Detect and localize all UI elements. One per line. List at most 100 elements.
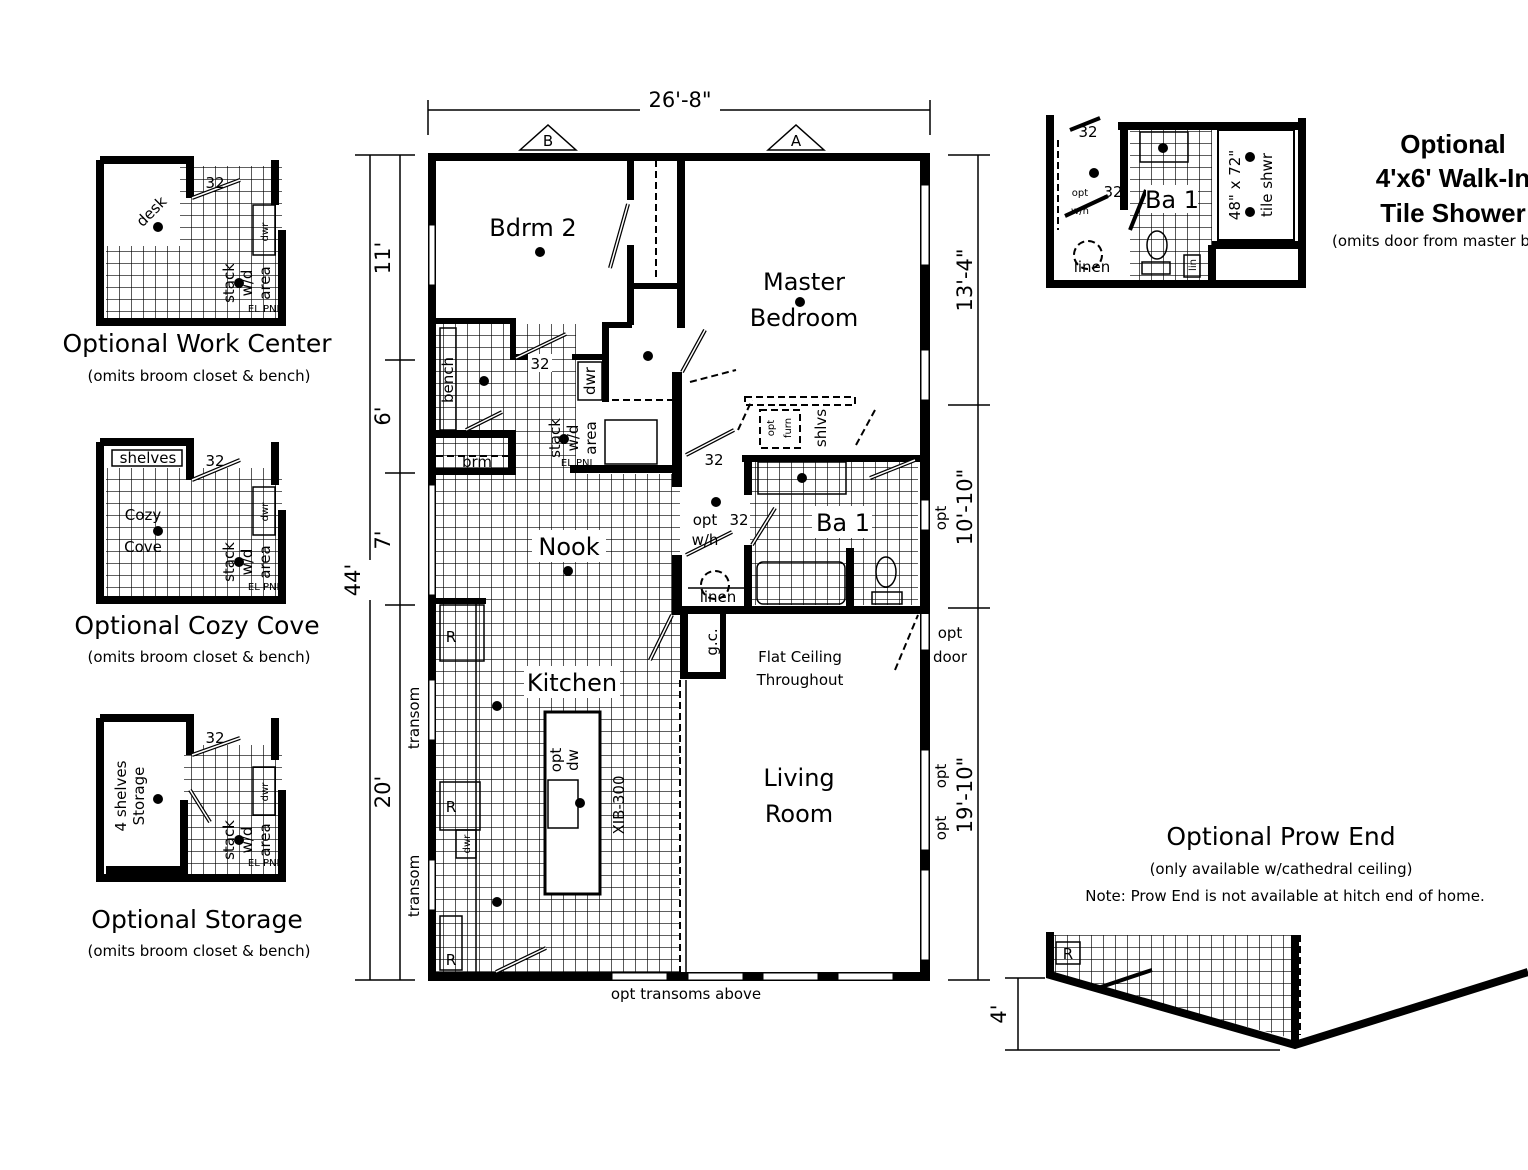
svg-text:R: R — [446, 628, 456, 646]
svg-text:w/d: w/d — [564, 425, 582, 452]
svg-text:opt: opt — [547, 748, 565, 773]
bench — [439, 327, 457, 431]
svg-text:A: A — [791, 132, 802, 150]
svg-text:20': 20' — [371, 776, 395, 809]
svg-text:44': 44' — [341, 564, 365, 597]
work-center-title: Optional Work Center — [62, 329, 332, 358]
fixtures — [439, 247, 903, 972]
svg-text:10'-10": 10'-10" — [953, 469, 977, 545]
svg-text:4'x6' Walk-In: 4'x6' Walk-In — [1376, 163, 1528, 193]
svg-text:w/d: w/d — [238, 827, 256, 854]
svg-text:tile shwr: tile shwr — [1258, 152, 1276, 217]
svg-text:opt: opt — [932, 816, 950, 841]
svg-text:(only available w/cathedral ce: (only available w/cathedral ceiling) — [1150, 860, 1413, 878]
svg-text:opt: opt — [1072, 188, 1088, 199]
dimension-right: 13'-4" 10'-10" 19'-10" — [948, 154, 990, 981]
svg-text:g.c.: g.c. — [703, 628, 721, 655]
svg-text:linen: linen — [700, 588, 737, 606]
svg-text:6': 6' — [371, 406, 395, 425]
cozy-cove-title: Optional Cozy Cove — [74, 611, 319, 640]
svg-text:dwr: dwr — [462, 834, 473, 854]
svg-text:32: 32 — [205, 174, 224, 192]
svg-text:shlvs: shlvs — [812, 409, 830, 447]
option-storage: 32 4 shelves Storage dwr stack w/d area … — [88, 714, 311, 960]
svg-text:32: 32 — [205, 729, 224, 747]
room-ba1: Ba 1 — [816, 509, 870, 537]
svg-text:EL PNL: EL PNL — [561, 458, 596, 469]
svg-text:stack: stack — [546, 418, 564, 458]
svg-text:area: area — [582, 421, 600, 454]
storage-title: Optional Storage — [91, 905, 302, 934]
toilet — [875, 556, 897, 588]
svg-text:area: area — [256, 545, 274, 578]
svg-text:Note: Prow End is not availabl: Note: Prow End is not available at hitch… — [1085, 887, 1484, 905]
svg-text:Ba 1: Ba 1 — [1145, 186, 1199, 214]
svg-text:door: door — [933, 648, 968, 666]
tile-floor-utility — [436, 324, 576, 474]
refrigerator — [439, 604, 485, 662]
svg-text:dwr: dwr — [260, 222, 271, 242]
exterior-walls — [428, 153, 930, 981]
svg-text:opt: opt — [766, 420, 777, 436]
svg-text:EL PNL: EL PNL — [248, 304, 283, 315]
svg-text:B: B — [543, 132, 553, 150]
svg-text:XIB-300: XIB-300 — [610, 775, 628, 834]
svg-text:Optional Prow End: Optional Prow End — [1166, 822, 1395, 851]
interior-walls — [436, 160, 930, 972]
svg-text:32: 32 — [205, 452, 224, 470]
room-living-2: Room — [765, 800, 833, 828]
svg-text:Optional: Optional — [1400, 129, 1505, 159]
room-nook: Nook — [538, 533, 599, 561]
svg-text:area: area — [256, 823, 274, 856]
svg-text:stack: stack — [220, 542, 238, 582]
svg-text:area: area — [256, 266, 274, 299]
svg-text:4 shelves: 4 shelves — [112, 760, 130, 831]
svg-text:dw: dw — [564, 749, 582, 771]
svg-text:Tile Shower: Tile Shower — [1380, 198, 1525, 228]
main-plan: 26'-8" B A 11' 6' 7' 20' 44' — [341, 85, 990, 1003]
svg-text:opt: opt — [693, 511, 718, 529]
option-walk-in-shower: 32 32 opt w/h linen Ba 1 48" x 72" tile … — [1046, 115, 1528, 288]
svg-text:R: R — [446, 951, 456, 969]
svg-text:lin: lin — [1188, 259, 1199, 271]
svg-text:32: 32 — [729, 511, 748, 529]
svg-text:11': 11' — [371, 242, 395, 275]
svg-text:Cove: Cove — [124, 538, 162, 556]
room-kitchen: Kitchen — [527, 669, 617, 697]
svg-text:opt: opt — [932, 764, 950, 789]
svg-text:brm: brm — [462, 453, 492, 471]
svg-text:19'-10": 19'-10" — [953, 757, 977, 833]
svg-text:opt: opt — [932, 506, 950, 531]
dimension-width: 26'-8" — [427, 85, 931, 135]
svg-text:7': 7' — [371, 530, 395, 549]
svg-text:R: R — [446, 798, 456, 816]
cozy-cove-note: (omits broom closet & bench) — [88, 648, 311, 666]
svg-text:32: 32 — [704, 451, 723, 469]
room-master-2: Bedroom — [750, 304, 859, 332]
room-master-1: Master — [763, 268, 845, 296]
svg-text:Flat Ceiling: Flat Ceiling — [758, 648, 842, 666]
option-work-center: 32 desk dwr stack w/d area EL PNL Option… — [62, 156, 332, 385]
svg-text:w/d: w/d — [238, 270, 256, 297]
svg-text:linen: linen — [1074, 258, 1111, 276]
width-dimension-label: 26'-8" — [648, 88, 711, 112]
svg-text:w/d: w/d — [238, 549, 256, 576]
svg-text:opt transoms above: opt transoms above — [611, 985, 761, 1003]
svg-text:shelves: shelves — [120, 449, 177, 467]
svg-text:stack: stack — [220, 263, 238, 303]
svg-text:EL PNL: EL PNL — [248, 858, 283, 869]
dwr — [577, 361, 603, 401]
svg-text:4': 4' — [987, 1004, 1011, 1023]
work-center-note: (omits broom closet & bench) — [88, 367, 311, 385]
svg-text:dwr: dwr — [260, 502, 271, 522]
storage-note: (omits broom closet & bench) — [88, 942, 311, 960]
svg-text:stack: stack — [220, 820, 238, 860]
option-cozy-cove: shelves 32 Cozy Cove dwr stack w/d area … — [74, 438, 320, 666]
svg-text:dwr: dwr — [260, 782, 271, 802]
dimension-left: 11' 6' 7' 20' 44' — [341, 154, 415, 981]
doors — [465, 203, 919, 974]
svg-text:transom: transom — [405, 687, 423, 749]
svg-text:32: 32 — [530, 355, 549, 373]
svg-text:opt: opt — [938, 624, 963, 642]
svg-text:(omits door from master b: (omits door from master b — [1332, 232, 1528, 250]
